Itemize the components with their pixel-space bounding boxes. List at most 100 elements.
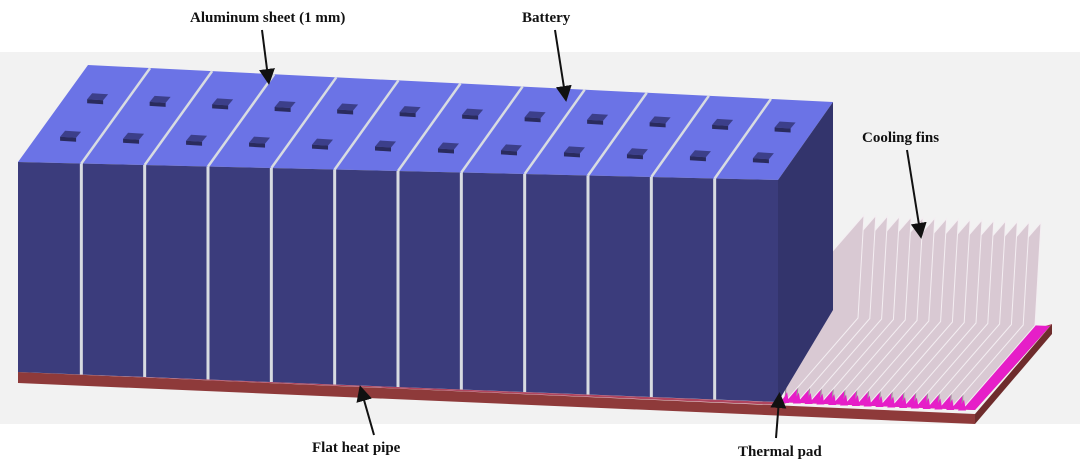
thermal-pad-contact xyxy=(792,392,801,404)
aluminum-sheet-top xyxy=(586,92,648,177)
battery-terminal xyxy=(249,136,271,148)
battery-terminal xyxy=(649,116,671,128)
terminal-front xyxy=(337,109,354,115)
battery-terminal xyxy=(524,111,546,123)
aluminum-sheet-top xyxy=(523,88,586,175)
battery-terminal xyxy=(60,130,82,142)
terminal-front xyxy=(437,148,454,154)
thermal-pad-contact xyxy=(875,396,884,407)
battery-terminal xyxy=(500,144,522,156)
terminal-top xyxy=(563,146,585,154)
aluminum-sheet-top xyxy=(143,70,214,166)
battery-terminal xyxy=(437,142,459,154)
battery-terminal xyxy=(212,98,234,110)
arrow-thermal-pad xyxy=(770,392,787,439)
battery-pack xyxy=(18,65,833,402)
terminal-top xyxy=(274,100,296,108)
terminal-front xyxy=(60,136,77,142)
label-aluminum-sheet: Aluminum sheet (1 mm) xyxy=(190,10,345,26)
terminal-front xyxy=(375,146,392,152)
aluminum-sheet-top xyxy=(333,79,400,171)
thermal-pad-contact xyxy=(958,399,966,411)
aluminum-sheet-top xyxy=(80,67,152,165)
battery-terminal xyxy=(712,118,734,130)
thermal-pad-contact xyxy=(816,393,825,405)
aluminum-sheet-top xyxy=(206,73,276,168)
terminal-front xyxy=(587,119,604,125)
arrow-flat-heat-pipe xyxy=(356,385,375,436)
terminal-front xyxy=(123,138,140,144)
annotation-cooling-fins: Cooling fins xyxy=(862,130,939,239)
terminal-top xyxy=(712,118,734,126)
terminal-top xyxy=(375,140,397,148)
battery-terminal xyxy=(87,93,109,105)
thermal-pad-contact xyxy=(934,398,943,410)
terminal-top xyxy=(689,150,711,158)
annotation-thermal-pad: Thermal pad xyxy=(738,392,822,460)
thermal-pad-contact xyxy=(851,395,860,406)
terminal-front xyxy=(462,114,479,120)
terminal-top xyxy=(149,95,171,103)
terminal-top xyxy=(212,98,234,106)
battery-terminal xyxy=(689,150,711,162)
annotation-aluminum-sheet: Aluminum sheet (1 mm) xyxy=(190,10,345,85)
terminal-top xyxy=(587,113,609,121)
annotation-flat-heat-pipe: Flat heat pipe xyxy=(312,385,401,456)
terminal-front xyxy=(399,112,416,118)
terminal-top xyxy=(500,144,522,152)
terminal-front xyxy=(274,106,291,112)
terminal-top xyxy=(524,111,546,119)
battery-terminal xyxy=(399,106,421,118)
thermal-pad-contact xyxy=(840,394,848,406)
heat-pipe-front xyxy=(18,372,975,424)
thermal-pad-contact xyxy=(828,394,837,405)
battery-terminal xyxy=(312,138,334,150)
label-battery: Battery xyxy=(522,10,571,26)
terminal-top xyxy=(752,152,774,160)
thermal-pad-contact xyxy=(899,397,907,408)
aluminum-sheet-top xyxy=(396,82,462,172)
terminal-top xyxy=(186,134,208,142)
battery-terminal xyxy=(123,132,145,144)
arrow-cooling-fins xyxy=(906,149,927,239)
battery-top-face xyxy=(18,65,833,180)
terminal-front xyxy=(212,104,229,110)
battery-terminal xyxy=(774,121,796,133)
thermal-pad-contact xyxy=(804,393,813,404)
battery-cells xyxy=(60,67,796,400)
terminal-front xyxy=(149,101,166,107)
thermal-pad-contact xyxy=(922,398,931,409)
terminal-front xyxy=(312,144,329,150)
terminal-top xyxy=(462,108,484,116)
terminal-front xyxy=(649,122,666,128)
terminal-top xyxy=(249,136,271,144)
aluminum-sheet-top xyxy=(650,95,710,178)
battery-terminal xyxy=(186,134,208,146)
battery-terminal xyxy=(375,140,397,152)
battery-right-face xyxy=(778,102,833,402)
annotation-battery: Battery xyxy=(522,10,572,102)
terminal-front xyxy=(752,158,769,164)
thermal-pad-contact xyxy=(910,397,919,409)
terminal-front xyxy=(712,124,729,130)
battery-terminal xyxy=(752,152,774,164)
terminal-front xyxy=(249,142,266,148)
terminal-front xyxy=(563,152,580,158)
battery-terminal xyxy=(563,146,585,158)
battery-terminal xyxy=(462,108,484,120)
label-thermal-pad: Thermal pad xyxy=(738,444,822,460)
terminal-front xyxy=(626,154,643,160)
aluminum-sheet-top xyxy=(713,98,772,180)
terminal-front xyxy=(774,127,791,133)
terminal-front xyxy=(87,99,104,105)
heat-pipe-side xyxy=(975,324,1052,424)
battery-terminal xyxy=(337,103,359,115)
battery-terminal xyxy=(274,100,296,112)
terminal-front xyxy=(689,156,706,162)
battery-terminal xyxy=(626,148,648,160)
thermal-pad-contact xyxy=(887,396,896,408)
label-cooling-fins: Cooling fins xyxy=(862,130,939,146)
aluminum-sheet-top xyxy=(460,85,524,174)
arrow-aluminum-sheet xyxy=(259,29,275,85)
terminal-top xyxy=(774,121,796,129)
